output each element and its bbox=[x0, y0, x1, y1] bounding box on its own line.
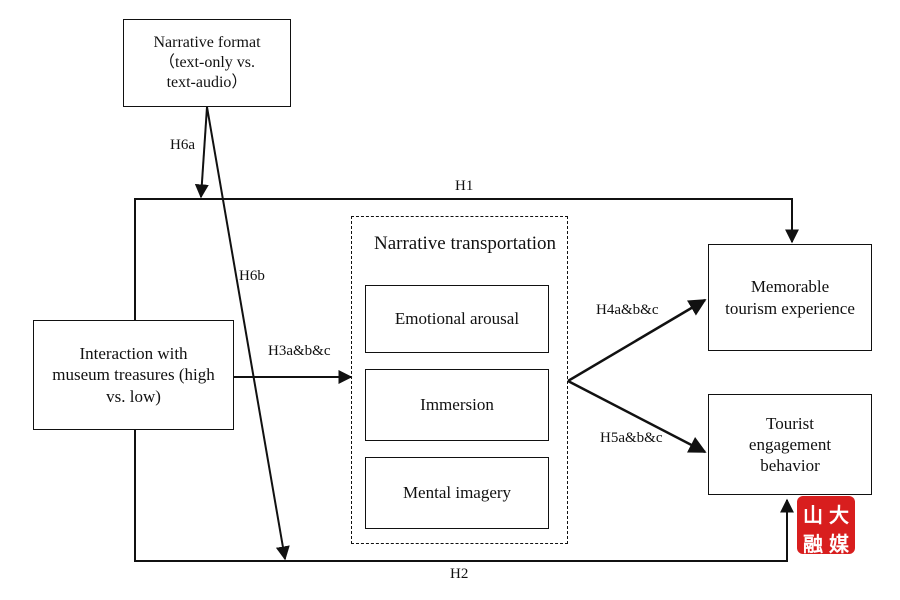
mental-imagery-label: Mental imagery bbox=[402, 483, 512, 503]
h1-arrow bbox=[134, 198, 799, 320]
h5-arrow bbox=[567, 379, 707, 454]
h6a-label: H6a bbox=[170, 137, 195, 153]
h1-label: H1 bbox=[455, 178, 474, 194]
media-logo: 山 大 融 媒 bbox=[797, 496, 855, 556]
logo-char: 大 bbox=[829, 503, 849, 527]
logo-char: 山 bbox=[803, 503, 823, 527]
interaction-box: Interaction with museum treasures (high … bbox=[33, 320, 234, 430]
h4-label: H4a&b&c bbox=[596, 302, 659, 318]
narrative-format-label: Narrative format （text-only vs. text-aud… bbox=[153, 34, 261, 91]
emotional-arousal-box: Emotional arousal bbox=[365, 285, 549, 353]
logo-char: 媒 bbox=[829, 532, 849, 556]
interaction-label: Interaction with museum treasures (high … bbox=[52, 344, 215, 406]
h6a-arrow bbox=[194, 106, 209, 199]
narrative-transportation-group bbox=[351, 216, 568, 544]
h2-label: H2 bbox=[450, 566, 469, 582]
engagement-behavior-box: Tourist engagement behavior bbox=[708, 394, 872, 495]
logo-char: 融 bbox=[803, 532, 823, 556]
h2-arrow bbox=[134, 430, 794, 562]
h4-arrow bbox=[567, 298, 707, 383]
immersion-box: Immersion bbox=[365, 369, 549, 441]
narrative-format-box: Narrative format （text-only vs. text-aud… bbox=[123, 19, 291, 107]
h5-label: H5a&b&c bbox=[600, 430, 663, 446]
memorable-experience-box: Memorable tourism experience bbox=[708, 244, 872, 351]
engagement-behavior-label: Tourist engagement behavior bbox=[748, 413, 832, 476]
emotional-arousal-label: Emotional arousal bbox=[394, 309, 520, 329]
h6b-arrow bbox=[206, 106, 290, 561]
immersion-label: Immersion bbox=[420, 395, 494, 415]
h3-label: H3a&b&c bbox=[268, 343, 331, 359]
memorable-experience-label: Memorable tourism experience bbox=[725, 277, 855, 318]
mental-imagery-box: Mental imagery bbox=[365, 457, 549, 529]
h6b-label: H6b bbox=[239, 268, 265, 284]
narrative-transportation-title: Narrative transportation bbox=[374, 233, 557, 254]
